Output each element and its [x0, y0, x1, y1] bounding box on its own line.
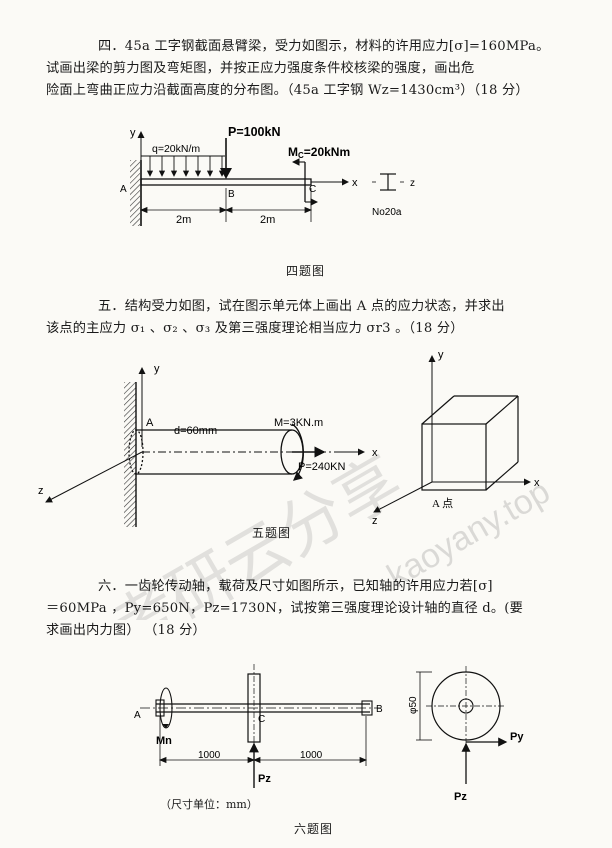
figure-5-shaft-and-element: y z x A d=60mm M=3KN.m P=240KN y x z A 点	[38, 349, 540, 527]
figure-6-unit-note: （尺寸单位：mm）	[160, 798, 258, 811]
fig5-d-label: d=60mm	[174, 425, 217, 437]
fig4-point-c: C	[309, 184, 316, 195]
fig5-m-label: M=3KN.m	[274, 417, 323, 429]
fig5-cube-y-label: y	[438, 349, 444, 361]
q4-line-3: 险面上弯曲正应力沿截面高度的分布图。（45a 工字钢 Wz=1430cm³）（1…	[46, 83, 529, 98]
figure-6-caption: 六题图	[294, 822, 334, 836]
dimension-lines	[139, 188, 313, 222]
q4-line-1: 四．45a 工字钢截面悬臂梁，受力如图示，材料的许用应力[σ]=160MPa。	[98, 39, 550, 54]
fig4-q-label: q=20kN/m	[152, 143, 200, 155]
fig4-dim-2: 2m	[260, 214, 275, 226]
fig6-dimension-lines	[158, 716, 368, 766]
q6-line-3: 求画出内力图） （18 分）	[46, 623, 206, 638]
fig4-p-label: P=100kN	[228, 125, 280, 139]
fig6-point-b: B	[376, 704, 383, 715]
fixed-support	[130, 160, 142, 226]
fig5-cube-point-a: A 点	[432, 497, 453, 510]
fig6-point-c: C	[258, 714, 265, 725]
fig5-point-a: A	[146, 417, 154, 429]
stress-element-cube	[421, 395, 519, 491]
fig4-point-b: B	[228, 189, 235, 200]
shaft	[140, 703, 380, 713]
fig6-diameter-label: φ50	[408, 696, 419, 714]
fig6-pz-end-label: Pz	[454, 791, 467, 803]
fig6-pz-label: Pz	[258, 773, 271, 785]
question-4-text: 四．45a 工字钢截面悬臂梁，受力如图示，材料的许用应力[σ]=160MPa。 …	[46, 36, 558, 102]
fig4-m-subscript: C	[298, 151, 304, 160]
fig4-dim-1: 2m	[176, 214, 191, 226]
fig5-cube-x-label: x	[534, 477, 540, 489]
fig5-x-label: x	[372, 447, 378, 459]
q5-line-1: 五．结构受力如图，试在图示单元体上画出 A 点的应力状态，并求出	[98, 299, 505, 314]
circular-shaft	[128, 429, 304, 475]
fig4-m-value: =20kNm	[304, 145, 350, 159]
fig4-m-label: MC=20kNm	[288, 145, 350, 160]
gear-end-view	[416, 666, 506, 746]
i-beam-section	[372, 173, 404, 191]
fig4-section-label: No20a	[372, 207, 402, 218]
q6-line-2: ＝60MPa ，Py=650N，Pz=1730N，试按第三强度理论设计轴的直径 …	[46, 601, 523, 616]
fig4-z-label: z	[410, 178, 415, 189]
figure-5-caption: 五题图	[252, 526, 292, 540]
bearing-b	[361, 700, 373, 716]
torque-arrow	[291, 423, 304, 481]
fig4-x-label: x	[352, 177, 358, 189]
fig6-point-a: A	[134, 710, 141, 721]
fig4-m-symbol: M	[288, 145, 298, 159]
question-6-text: 六．一齿轮传动轴，载荷及尺寸如图所示，已知轴的许用应力若[σ] ＝60MPa ，…	[46, 576, 558, 642]
fig4-y-label: y	[130, 127, 136, 139]
q4-line-2: 试画出梁的剪力图及弯矩图，并按正应力强度条件校核梁的强度，画出危	[46, 61, 475, 76]
fig6-dim-1: 1000	[198, 750, 221, 761]
q5-line-2: 该点的主应力 σ₁ 、σ₂ 、σ₃ 及第三强度理论相当应力 σr3 。（18 分…	[46, 321, 464, 336]
fig5-z-label: z	[38, 485, 44, 497]
q6-line-1: 六．一齿轮传动轴，载荷及尺寸如图所示，已知轴的许用应力若[σ]	[98, 579, 493, 594]
figure-4-cantilever-beam: y x q=20kN/m P=100kN MC=20kNm A B C	[120, 125, 415, 226]
fixed-wall	[124, 382, 136, 527]
distributed-load	[141, 155, 226, 177]
fig4-point-a: A	[120, 184, 127, 195]
figure-6-gear-shaft: A B C Mn 1000 1000 Pz φ50 Py Pz	[134, 664, 524, 803]
beam	[140, 178, 312, 186]
question-5-text: 五．结构受力如图，试在图示单元体上画出 A 点的应力状态，并求出 该点的主应力 …	[46, 296, 558, 340]
fig6-mn-label: Mn	[156, 735, 172, 747]
fig5-cube-z-label: z	[372, 515, 378, 527]
point-load-p	[220, 138, 232, 179]
figure-4-caption: 四题图	[286, 264, 326, 278]
fig6-py-label: Py	[510, 731, 524, 743]
fig5-p-label: P=240KN	[298, 461, 345, 473]
fig6-dim-2: 1000	[300, 750, 323, 761]
fig5-y-label: y	[154, 363, 160, 375]
